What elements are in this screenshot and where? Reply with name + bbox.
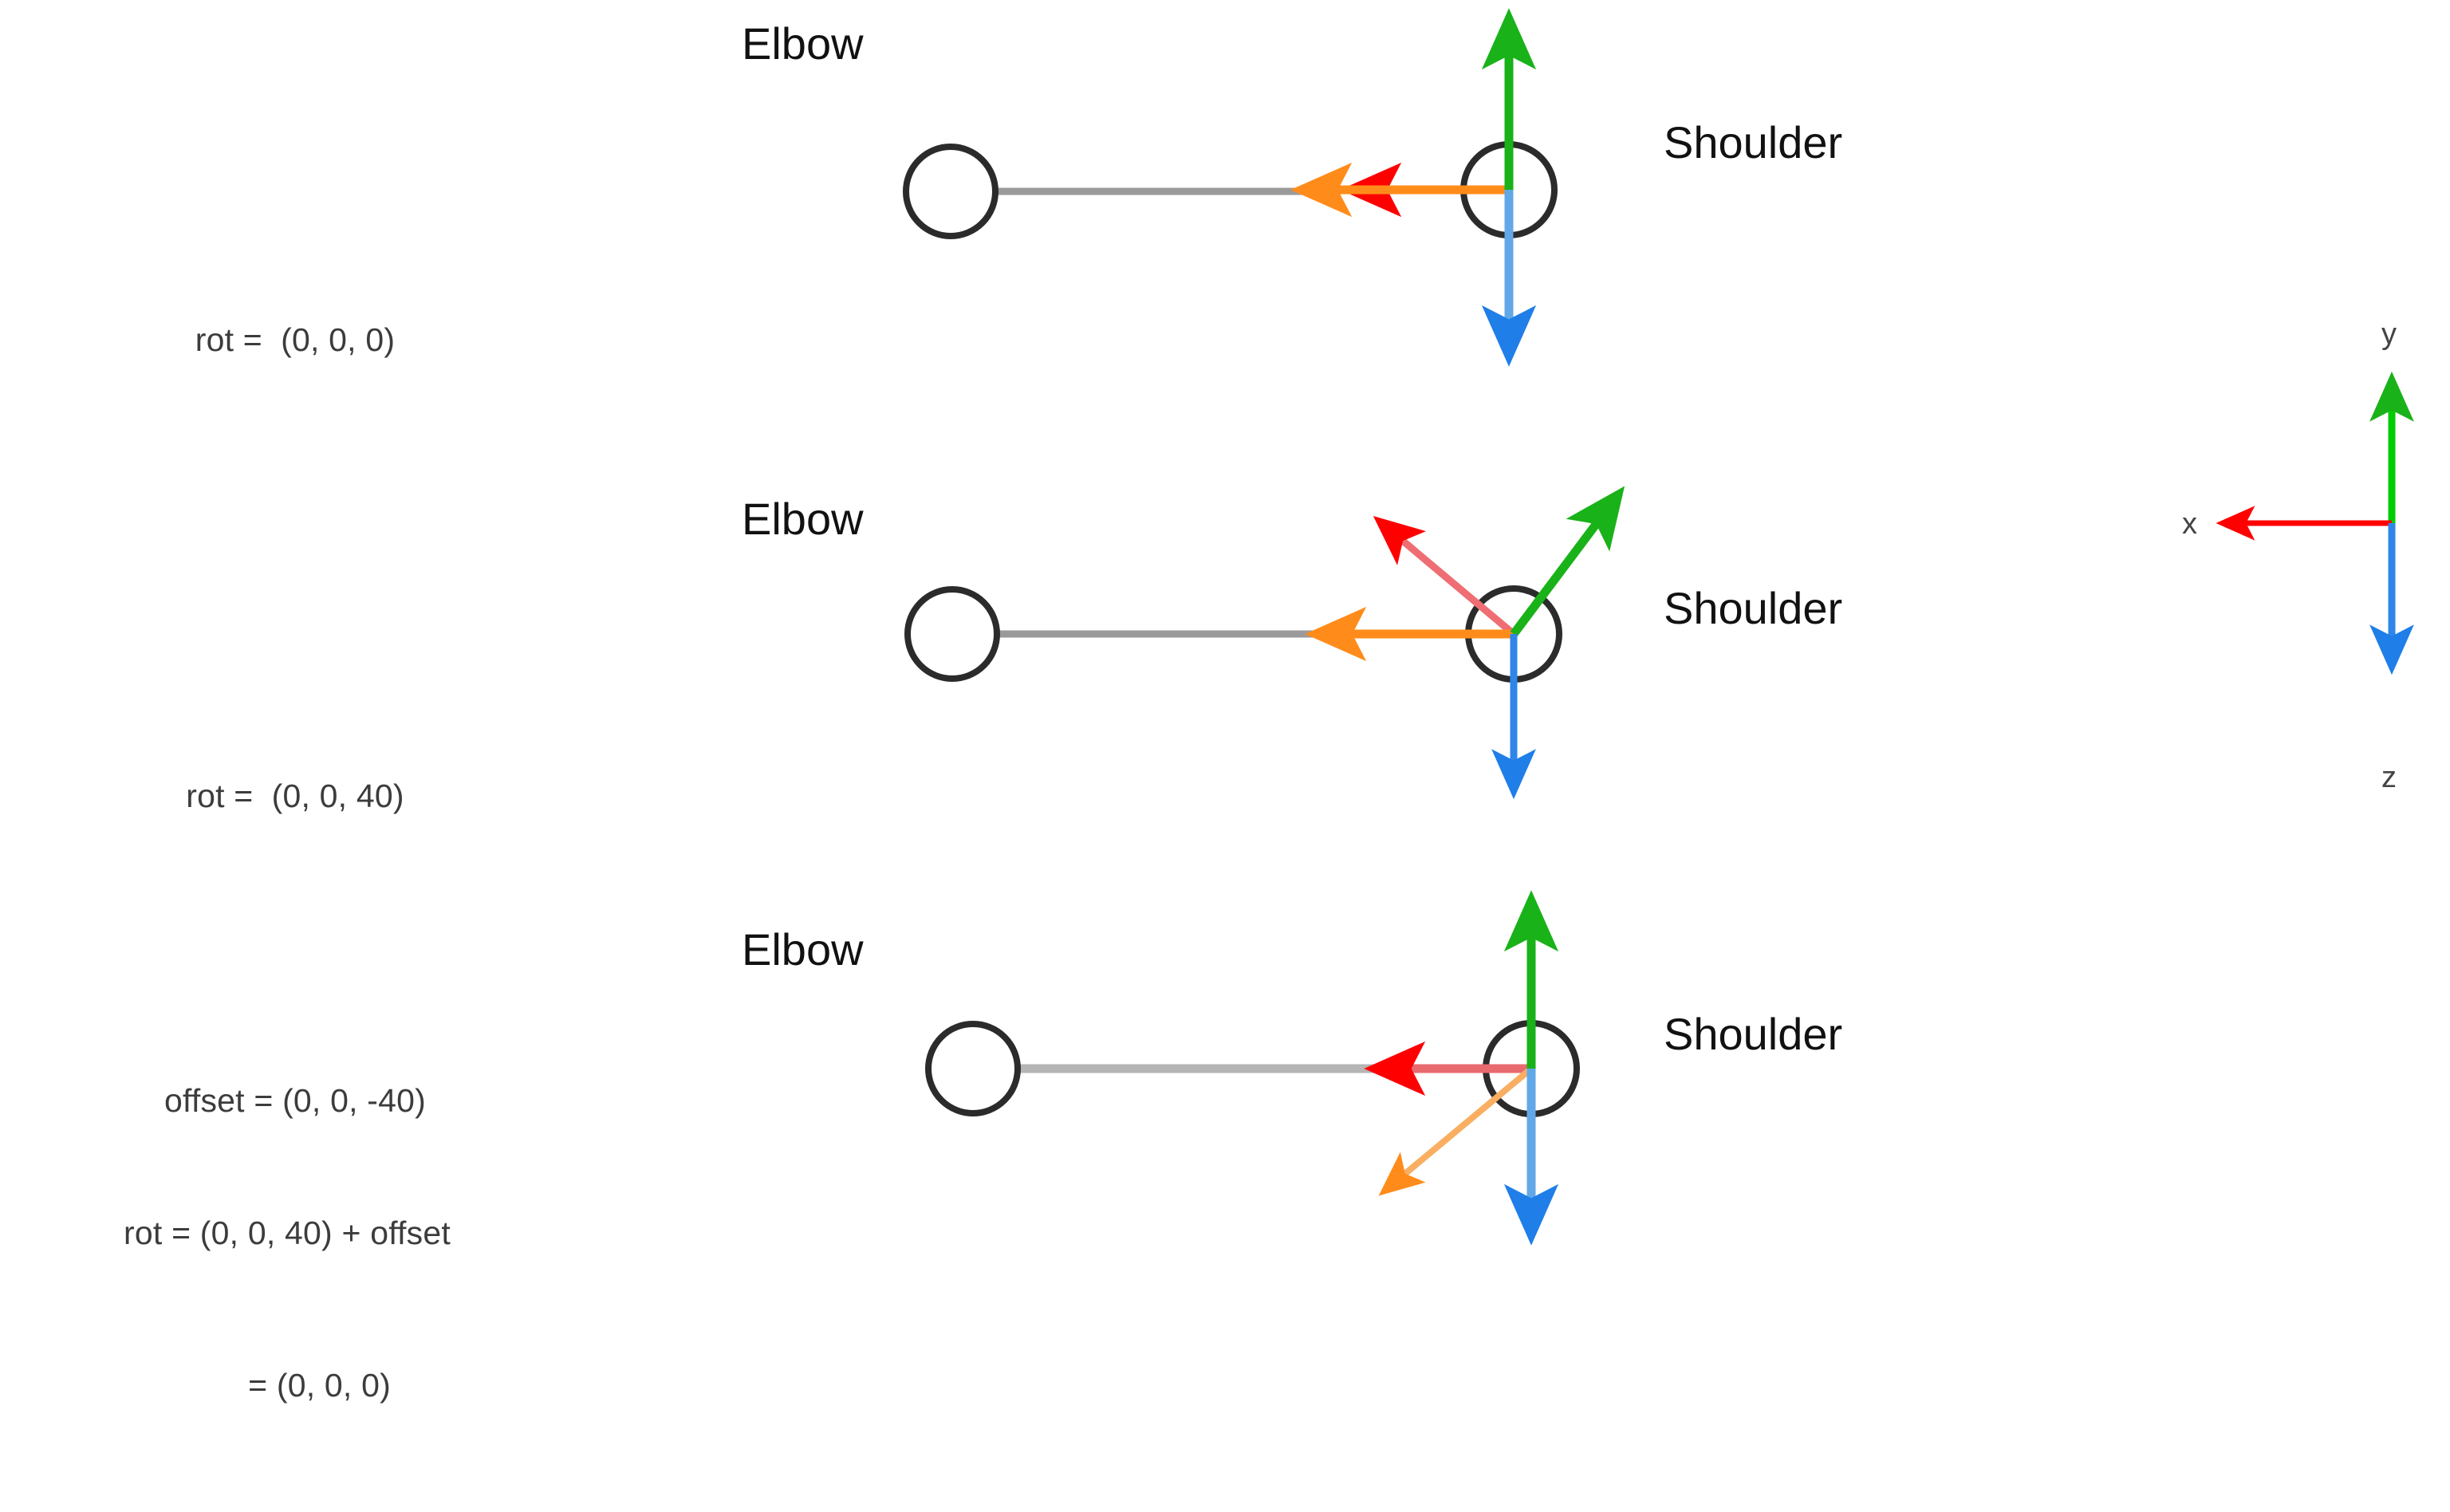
shoulder-joint bbox=[1465, 585, 1562, 683]
row-1-shoulder-label: Shoulder bbox=[1664, 117, 1843, 167]
legend-z-label: z bbox=[2381, 761, 2397, 794]
shoulder-joint bbox=[1460, 141, 1558, 238]
row-2-elbow-label: Elbow bbox=[742, 494, 864, 544]
row-1-skeleton bbox=[903, 8, 1558, 367]
shoulder-joint bbox=[1483, 1020, 1580, 1117]
row-3-elbow-label: Elbow bbox=[742, 924, 864, 975]
row-2-equation: rot = (0, 0, 40) bbox=[64, 670, 526, 923]
legend-y-label: y bbox=[2381, 317, 2397, 351]
elbow-joint bbox=[925, 1021, 1021, 1116]
elbow-joint bbox=[903, 144, 999, 239]
world-axes-legend-graphic bbox=[2216, 371, 2414, 675]
row-3-skeleton bbox=[925, 890, 1580, 1246]
equation-line: rot = (0, 0, 40) bbox=[186, 778, 404, 815]
equation-line: offset = (0, 0, -40) bbox=[164, 1082, 426, 1120]
row-1-equation: rot = (0, 0, 0) bbox=[64, 214, 526, 467]
row-2-skeleton bbox=[904, 486, 1625, 800]
row-3-equation-offset: offset = (0, 0, -40) bbox=[48, 975, 542, 1228]
local-y-axis-green bbox=[1510, 486, 1625, 637]
row-3-shoulder-label: Shoulder bbox=[1664, 1009, 1843, 1059]
row-3-equation-rot: rot = (0, 0, 40) + offset = (0, 0, 0) bbox=[16, 1107, 558, 1512]
equation-line: = (0, 0, 0) bbox=[183, 1366, 391, 1404]
equation-line: rot = (0, 0, 0) bbox=[195, 321, 396, 359]
elbow-joint bbox=[904, 586, 1000, 682]
legend-x-label: x bbox=[2182, 507, 2197, 541]
row-2-shoulder-label: Shoulder bbox=[1664, 583, 1843, 633]
bone-direction-orange bbox=[1378, 1065, 1534, 1196]
equation-line: rot = (0, 0, 40) + offset bbox=[124, 1215, 451, 1252]
row-1-elbow-label: Elbow bbox=[742, 18, 864, 69]
local-x-axis-red bbox=[1373, 516, 1516, 637]
diagram-canvas: rot = (0, 0, 0) Elbow Shoulder rot = (0,… bbox=[48, 8, 2414, 1404]
